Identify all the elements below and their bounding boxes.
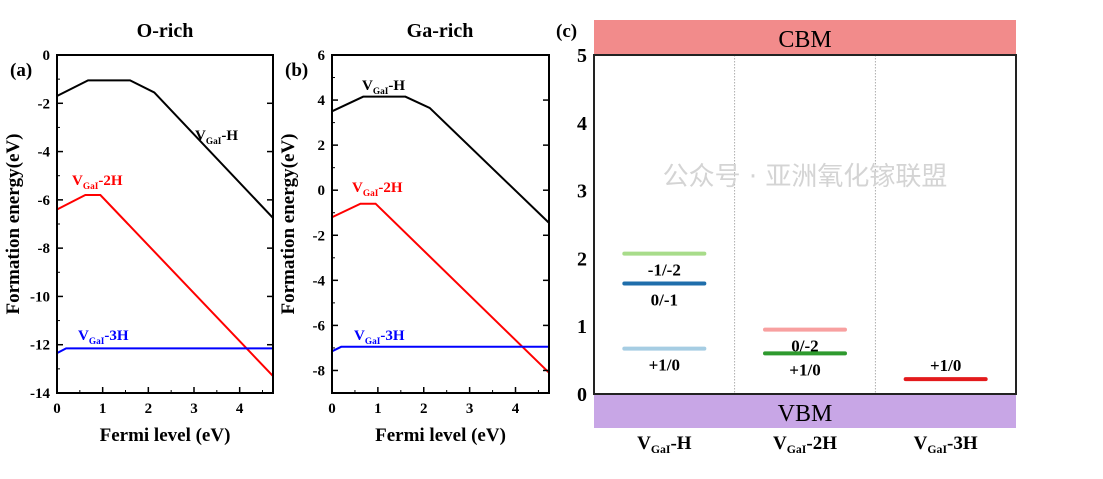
x-tick-label: 4 (236, 401, 244, 417)
vbm-label: VBM (778, 401, 833, 427)
y-axis-label: Formation energy(eV) (3, 134, 24, 315)
y-tick-label: -4 (38, 145, 51, 161)
series-label-VGaI-3H: VGaI-3H (78, 328, 129, 347)
series-label-VGaI-2H: VGaI-2H (72, 173, 123, 192)
y-tick-label: -6 (313, 318, 326, 334)
x-tick-label: 0 (328, 401, 336, 417)
y-tick-label: 0 (577, 384, 587, 406)
watermark: 公众号 · 亚洲氧化镓联盟 (663, 162, 948, 192)
chart-title: O-rich (137, 20, 194, 42)
y-tick-label: 0 (43, 48, 51, 64)
transition-level-label: 0/-1 (651, 290, 678, 309)
y-tick-label: -8 (313, 363, 326, 379)
y-tick-label: 2 (577, 248, 587, 270)
chart-title: Ga-rich (407, 20, 474, 42)
transition-level-label: +1/0 (789, 360, 820, 379)
transition-level-label: 0/-2 (791, 337, 818, 356)
x-axis-label: Fermi level (eV) (375, 425, 506, 446)
vbm-band (594, 394, 1016, 428)
transition-level-label: +1/0 (649, 356, 680, 375)
y-tick-label: -6 (38, 193, 51, 209)
panel-label: (a) (10, 60, 32, 81)
series-line-VGaI-2H (331, 202, 550, 374)
category-label: VGaI-2H (773, 433, 837, 456)
category-label: VGaI-3H (914, 433, 978, 456)
series-line-VGaI-3H (331, 345, 549, 353)
series-label-VGaI-2H: VGaI-2H (352, 180, 403, 199)
panel-label: (c) (556, 21, 577, 42)
series-label-VGaI-H: VGaI-H (362, 78, 405, 97)
y-tick-label: 0 (318, 183, 326, 199)
y-tick-label: -2 (313, 228, 326, 244)
panel-c: (c) CBM VBM 0 1 2 3 4 5 -1/-2 0/-1 +1/0 0/-2 +1/0 +1/0… (556, 20, 1017, 428)
x-tick-label: 1 (99, 401, 107, 417)
y-tick-label: -4 (313, 273, 326, 289)
x-tick-label: 2 (420, 401, 428, 417)
y-tick-label: 6 (318, 48, 326, 64)
y-tick-label: -10 (30, 289, 50, 305)
x-axis-label: Fermi level (eV) (100, 425, 231, 446)
y-axis-label: Formation energy(eV) (278, 134, 299, 315)
series-line-VGaI-3H (56, 347, 273, 355)
transition-level-label: -1/-2 (648, 261, 681, 280)
x-tick-label: 4 (512, 401, 520, 417)
series-line-VGaI-H (56, 79, 274, 219)
y-tick-label: -14 (30, 386, 50, 402)
category-label: VGaI-H (637, 433, 692, 456)
panel-label: (b) (285, 60, 308, 81)
y-tick-label: 1 (577, 316, 587, 338)
y-tick-label: 5 (577, 45, 587, 67)
x-tick-label: 2 (145, 401, 153, 417)
series-label-VGaI-3H: VGaI-3H (354, 328, 405, 347)
y-tick-label: -8 (38, 241, 51, 257)
plot-frame (593, 54, 1017, 395)
x-tick-label: 1 (374, 401, 382, 417)
cbm-band (594, 20, 1016, 55)
y-tick-label: -2 (38, 96, 51, 112)
series-line-VGaI-2H (56, 194, 274, 377)
series-line-VGaI-H (331, 95, 550, 224)
series-label-VGaI-H: VGaI-H (195, 128, 238, 147)
y-tick-label: 2 (318, 138, 326, 154)
plot-frame (331, 54, 550, 394)
x-tick-label: 3 (190, 401, 198, 417)
y-tick-label: 4 (577, 113, 587, 135)
y-tick-label: 4 (318, 93, 326, 109)
y-tick-label: 3 (577, 181, 587, 203)
y-tick-label: -12 (30, 338, 50, 354)
transition-level-label: +1/0 (930, 356, 961, 375)
x-tick-label: 0 (53, 401, 61, 417)
x-tick-label: 3 (466, 401, 474, 417)
cbm-label: CBM (778, 27, 831, 53)
